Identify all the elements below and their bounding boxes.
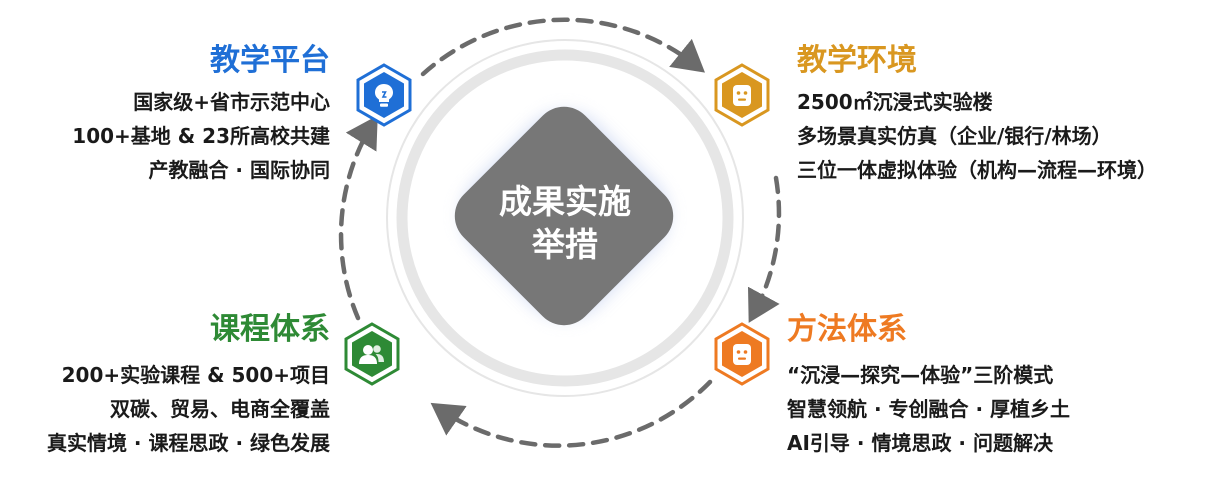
arrow-left [338,115,378,321]
center-label-line-2: 举措 [532,225,598,264]
center-label-line-1: 成果实施 [499,182,631,221]
outer-ring [386,39,744,397]
block-title: 课程体系 [210,312,330,347]
block-teaching-environment: 教学环境 2500㎡沉浸式实验楼 多场景真实仿真（企业/银行/林场） 三位一体虚… [797,43,1157,187]
block-teaching-platform: 教学平台 国家级+省市示范中心 100+基地 & 23所高校共建 产教融合 · … [72,43,330,187]
block-line: 双碳、贸易、电商全覆盖 [110,397,330,421]
block-line: 2500㎡沉浸式实验楼 [797,90,993,114]
block-line: AI引导 · 情境思政 · 问题解决 [787,431,1053,455]
block-title: 教学环境 [797,43,917,78]
block-line: 三位一体虚拟体验（机构—流程—环境） [797,158,1157,182]
users-icon [344,322,400,386]
block-title: 方法体系 [787,312,907,347]
block-line: “沉浸—探究—体验”三阶模式 [787,363,1054,387]
robot-icon [714,322,770,386]
block-title: 教学平台 [210,43,330,78]
center-diamond [454,106,674,326]
block-line: 多场景真实仿真（企业/银行/林场） [797,124,1112,148]
arrow-bottom [430,379,713,448]
lightbulb-icon [356,63,412,127]
robot-icon [714,63,770,127]
block-line: 200+实验课程 & 500+项目 [61,363,330,387]
block-line: 智慧领航 · 专创融合 · 厚植乡土 [787,397,1071,421]
block-line: 国家级+省市示范中心 [133,90,330,114]
inner-ring [396,49,734,387]
block-line: 100+基地 & 23所高校共建 [72,124,330,148]
center-label: 成果实施 举措 [465,180,665,280]
block-curriculum-system: 课程体系 200+实验课程 & 500+项目 双碳、贸易、电商全覆盖 真实情境 … [47,312,330,460]
arrow-right [747,175,782,323]
block-method-system: 方法体系 “沉浸—探究—体验”三阶模式 智慧领航 · 专创融合 · 厚植乡土 A… [787,312,1070,460]
block-line: 产教融合 · 国际协同 [148,158,330,182]
block-line: 真实情境 · 课程思政 · 绿色发展 [46,431,330,455]
arrow-top [420,17,705,77]
